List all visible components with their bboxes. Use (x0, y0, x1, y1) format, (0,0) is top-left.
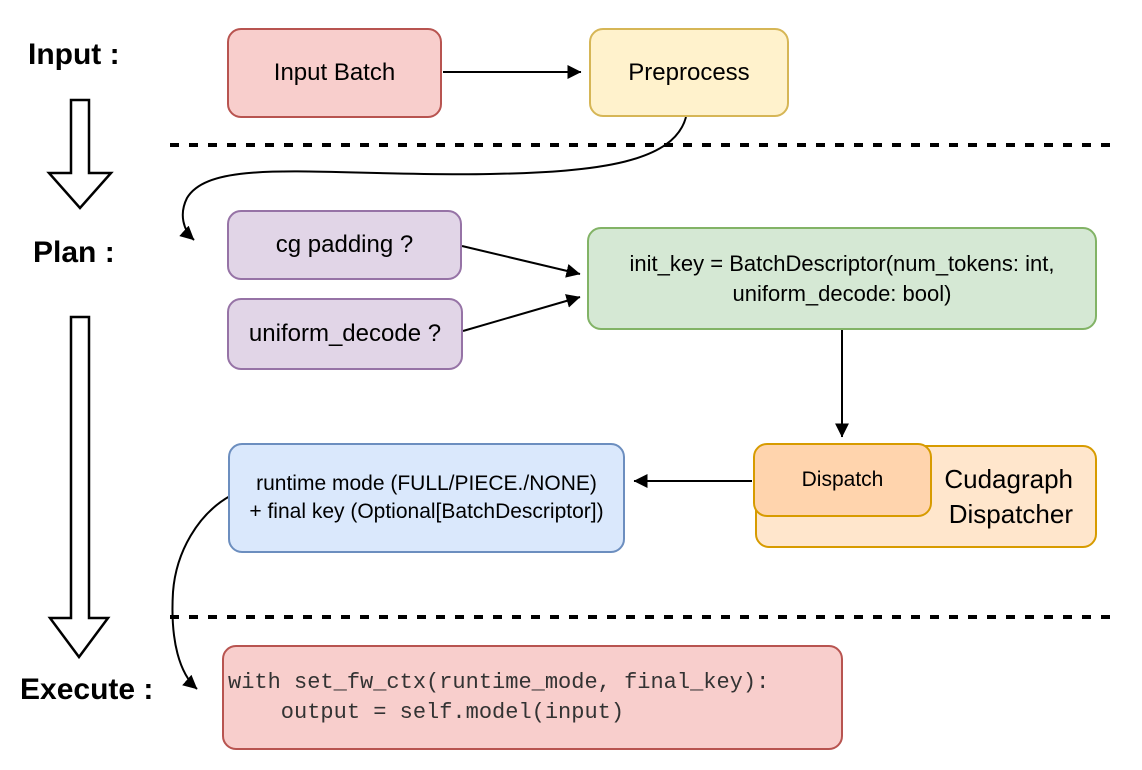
node-cudagraph-line2: Dispatcher (948, 498, 1073, 529)
stage-label-execute: Execute : (20, 673, 154, 706)
node-cg-padding: cg padding ? (227, 210, 462, 280)
node-dispatch-label: Dispatch (801, 468, 884, 492)
node-input-batch: Input Batch (227, 28, 442, 118)
node-runtime-mode: runtime mode (FULL/PIECE./NONE) + final … (228, 443, 625, 553)
arrow-preprocess-to-cgpadding (179, 116, 687, 241)
node-uniform-decode-label: uniform_decode ? (248, 320, 442, 348)
node-init-key-line1: init_key = BatchDescriptor(num_tokens: i… (629, 251, 1055, 277)
node-dispatch: Dispatch (753, 443, 932, 517)
node-execute-code-line2: output = self.model(input) (228, 699, 625, 725)
node-runtime-mode-line2: + final key (Optional[BatchDescriptor]) (249, 500, 604, 523)
stage-arrow-input-to-plan-icon (46, 98, 114, 210)
stage-arrow-plan-to-execute-icon (47, 315, 111, 660)
stage-label-input: Input : (28, 38, 120, 71)
node-preprocess-label: Preprocess (628, 58, 750, 86)
node-preprocess: Preprocess (589, 28, 789, 117)
arrow-cgpadding-to-initkey (461, 245, 581, 278)
node-cudagraph-line1: Cudagraph (944, 464, 1073, 495)
node-execute-code: with set_fw_ctx(runtime_mode, final_key)… (222, 645, 843, 750)
node-execute-code-line1: with set_fw_ctx(runtime_mode, final_key)… (228, 670, 770, 696)
node-init-key-line2: uniform_decode: bool) (732, 280, 952, 306)
node-runtime-mode-line1: runtime mode (FULL/PIECE./NONE) (256, 472, 597, 496)
node-input-batch-label: Input Batch (273, 59, 396, 87)
arrow-runtimemode-to-execute (171, 495, 231, 690)
node-uniform-decode: uniform_decode ? (227, 298, 463, 370)
arrow-uniformdecode-to-initkey (462, 294, 581, 332)
node-cg-padding-label: cg padding ? (275, 231, 414, 259)
stage-label-plan: Plan : (33, 236, 115, 269)
node-init-key: init_key = BatchDescriptor(num_tokens: i… (587, 227, 1097, 330)
